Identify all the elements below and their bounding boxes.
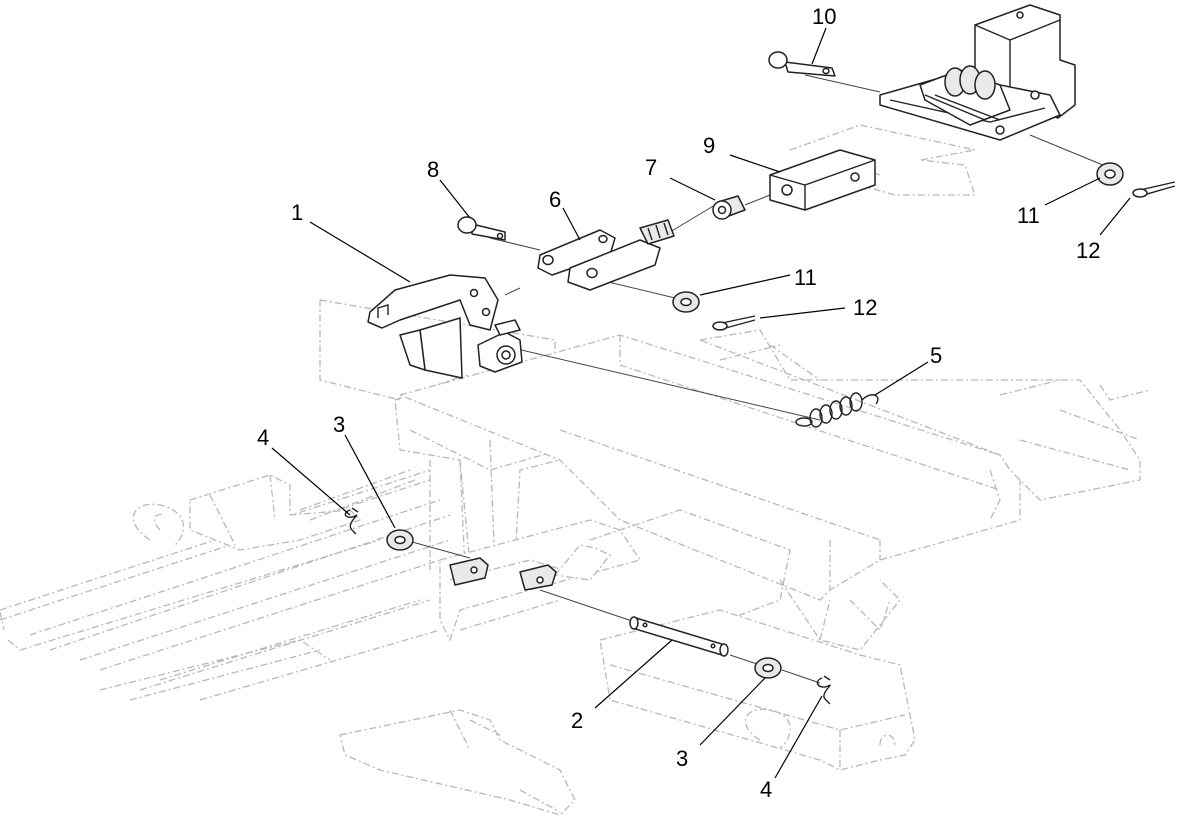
callout-12a: 12 <box>1076 238 1100 263</box>
part-9-block <box>769 149 876 211</box>
part-1-lever <box>367 274 523 379</box>
callout-11b: 11 <box>794 265 817 290</box>
callout-8: 8 <box>427 157 439 182</box>
assembly-axes <box>404 74 1116 684</box>
part-3-washer-right <box>754 657 782 679</box>
callout-7: 7 <box>645 155 657 180</box>
part-10-pin <box>768 51 836 77</box>
leader-lines <box>271 27 1131 779</box>
part-5-spring <box>795 392 879 428</box>
part-3-washer-left <box>386 529 414 551</box>
part-11-washer-upper <box>1096 162 1124 186</box>
part-7-bushing <box>712 195 746 220</box>
part-12-cotter-pin-upper <box>1132 181 1176 198</box>
callout-3a: 3 <box>333 412 345 437</box>
part-6-link-plates <box>537 219 675 291</box>
callout-4b: 4 <box>760 777 772 802</box>
part-4-clip-right <box>816 675 831 705</box>
callout-labels: 10 9 8 7 6 1 11 12 11 12 5 4 3 2 3 4 <box>257 4 1100 802</box>
part-4-clip-left <box>344 507 359 535</box>
callout-2: 2 <box>571 708 583 733</box>
hinge-bracket <box>879 4 1076 141</box>
callout-10: 10 <box>812 4 836 29</box>
callout-6: 6 <box>549 187 561 212</box>
callout-4a: 4 <box>257 425 269 450</box>
callout-5: 5 <box>930 343 942 368</box>
pivot-brackets <box>449 557 557 591</box>
callout-9: 9 <box>703 133 715 158</box>
part-12-cotter-pin-lower <box>712 315 756 331</box>
callout-1: 1 <box>291 200 303 225</box>
callout-11a: 11 <box>1017 203 1040 228</box>
part-2-shaft <box>629 616 729 657</box>
callout-12b: 12 <box>853 295 877 320</box>
callout-3b: 3 <box>676 746 688 771</box>
part-11-washer-lower <box>672 291 700 313</box>
part-8-bolt <box>457 216 506 241</box>
